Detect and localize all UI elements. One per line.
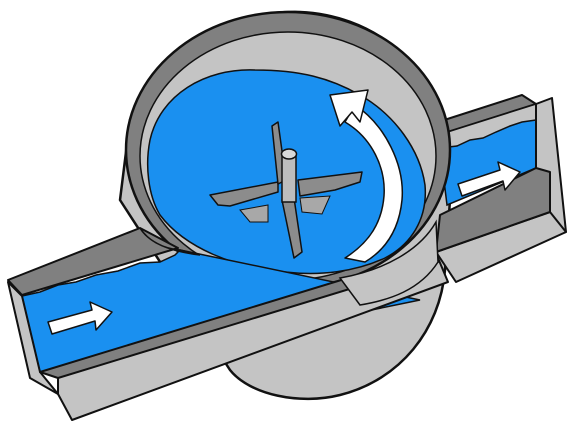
impeller-shaft (282, 154, 296, 202)
outlet-channel (436, 95, 566, 282)
impeller-shaft-top (282, 149, 297, 159)
